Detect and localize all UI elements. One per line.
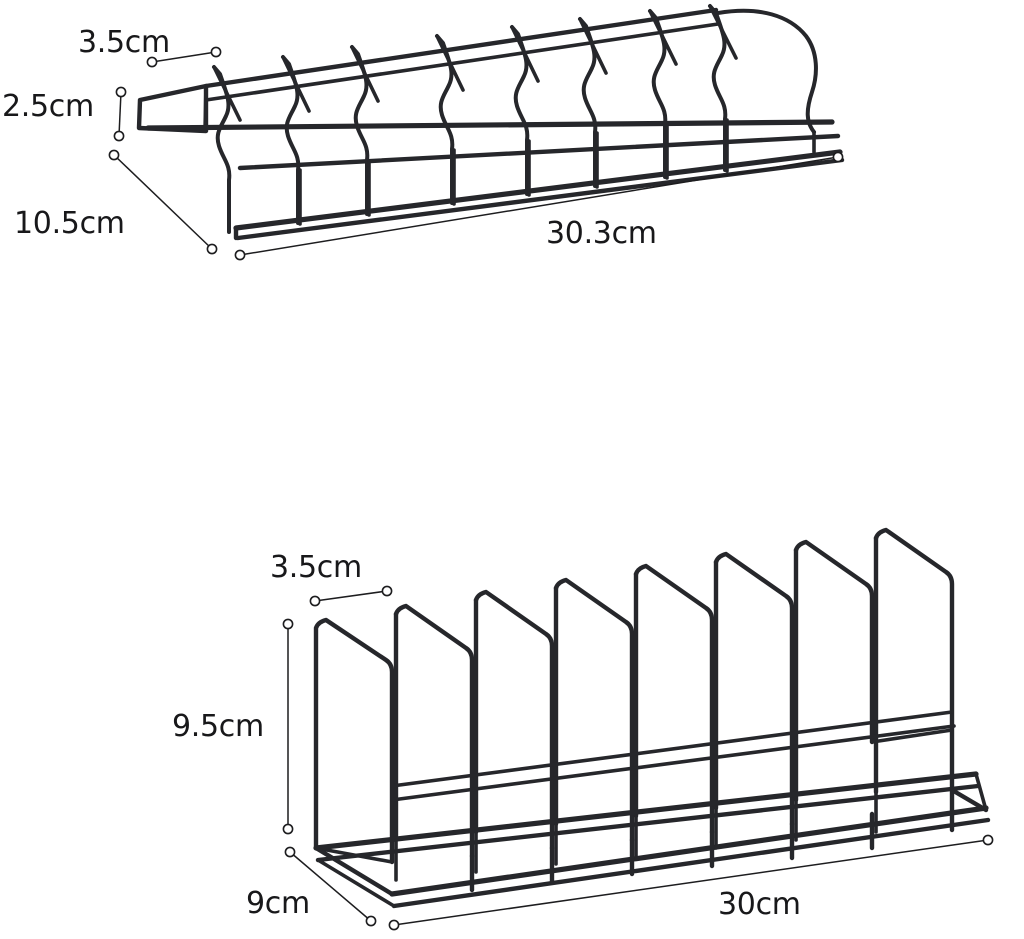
label-top-depth: 10.5cm <box>14 206 125 241</box>
bottom-rack-right-base-return <box>949 787 989 813</box>
top-rack-back-lower-rail <box>204 22 720 102</box>
top-rack-front-verticals <box>298 118 816 226</box>
label-bottom-height: 9.5cm <box>172 709 264 744</box>
top-rack-back-top-rail <box>203 7 719 89</box>
label-top-length: 30.3cm <box>546 216 657 251</box>
bottom-rack-base-front-rail <box>389 805 989 897</box>
top-rack-dimensions <box>108 46 844 261</box>
bottom-rack-left-base-return <box>313 845 395 897</box>
bottom-rack-inner-step <box>870 728 954 744</box>
bottom-rack-back-legs <box>394 790 878 882</box>
dim-bottom-slot-width <box>309 585 393 607</box>
label-bottom-depth: 9cm <box>246 886 310 921</box>
bottom-rack-fins <box>393 527 955 859</box>
top-rack-front-wave-profile <box>716 8 818 134</box>
label-bottom-slot-width: 3.5cm <box>270 550 362 585</box>
top-rack-illustration <box>136 4 845 241</box>
bottom-rack-inner-shelf-rail-front <box>390 724 956 802</box>
top-rack-front-base-rail <box>233 149 843 231</box>
top-rack-front-top-rail <box>145 119 835 131</box>
top-rack-front-mid-rail <box>237 133 841 171</box>
bottom-rack-inner-shelf-rail-back <box>390 710 954 788</box>
bottom-rack-dimensions <box>282 585 994 931</box>
label-top-slot-width: 3.5cm <box>78 25 170 60</box>
bottom-rack-front-upper-rail-2 <box>315 783 981 863</box>
dim-bottom-length <box>388 834 994 931</box>
bottom-rack-base-front-rail-2 <box>391 817 991 909</box>
dim-bottom-depth <box>284 846 377 927</box>
dim-top-depth <box>108 149 218 255</box>
dim-top-length <box>234 151 844 261</box>
label-top-height: 2.5cm <box>2 89 94 124</box>
bottom-rack-front-upper-rail <box>313 771 979 851</box>
dim-bottom-height <box>282 618 294 835</box>
bottom-rack-fin-1 <box>313 617 395 865</box>
bottom-rack-illustration <box>313 527 991 909</box>
dim-top-slot-width <box>146 46 222 68</box>
top-rack-top-cross-struts <box>212 4 738 122</box>
dim-top-height <box>113 86 127 142</box>
label-bottom-length: 30cm <box>718 887 801 922</box>
top-rack-left-endcap <box>136 83 209 134</box>
bottom-rack-front-legs <box>469 787 955 893</box>
